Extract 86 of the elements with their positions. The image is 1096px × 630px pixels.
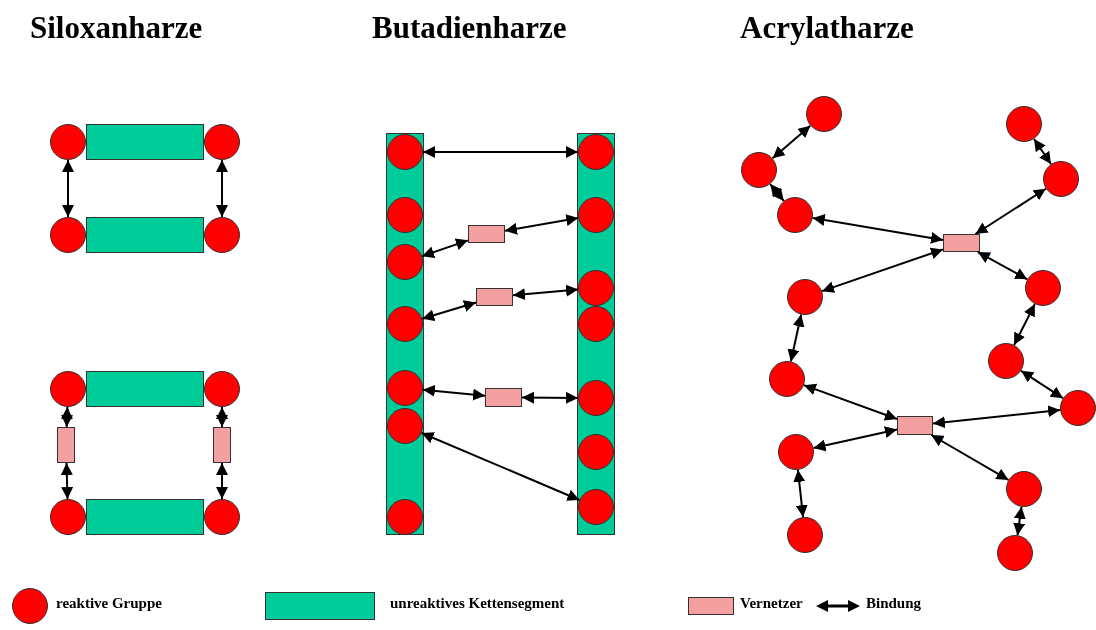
reactive-group-circle [204,217,240,253]
chain-segment-bar [386,133,424,535]
reactive-group-circle [1025,270,1061,306]
reactive-group-circle [578,434,614,470]
reactive-group-circle [1043,161,1079,197]
chain-segment-bar [86,499,204,535]
reactive-group-circle [777,197,813,233]
reactive-group-circle [578,197,614,233]
chain-segment-bar [86,371,204,407]
legend-label: unreaktives Kettensegment [390,595,565,612]
reactive-group-circle [787,517,823,553]
double-arrow [216,159,228,218]
double-arrow [420,432,581,501]
reactive-group-circle [50,371,86,407]
reactive-group-circle [1006,471,1042,507]
reactive-group-circle [204,124,240,160]
crosslinker-box [485,388,522,407]
crosslinker-box [476,288,513,306]
reactive-group-circle [387,408,423,444]
reactive-group-circle [50,217,86,253]
chain-segment-bar [86,217,204,253]
reactive-group-circle [1060,390,1096,426]
double-arrow [421,384,486,401]
double-arrow [974,187,1047,235]
double-arrow [771,124,812,160]
heading: Siloxanharze [30,10,203,46]
reactive-group-circle [578,306,614,342]
reactive-group-circle [806,96,842,132]
double-arrow [812,426,898,452]
crosslinker-box [57,427,75,463]
reactive-group-circle [204,499,240,535]
double-arrow [787,313,805,363]
reactive-group-circle [50,124,86,160]
reactive-group-circle [50,499,86,535]
crosslinker-box [943,234,980,252]
double-arrow [521,391,579,404]
double-arrow [821,247,944,293]
double-arrow [1013,505,1026,537]
reactive-group-circle [988,343,1024,379]
crosslinker-box [213,427,231,463]
reactive-group-circle [387,370,423,406]
chain-segment-bar [577,133,615,535]
heading: Butadienharze [372,10,567,46]
double-arrow [421,300,477,322]
legend-label: Vernetzer [740,595,803,612]
double-arrow [1020,369,1064,400]
double-arrow [60,406,74,428]
reactive-group-circle [387,197,423,233]
double-arrow [216,406,228,428]
double-arrow [421,238,469,258]
reactive-group-circle [997,535,1033,571]
reactive-group-circle [769,361,805,397]
double-arrow [1013,303,1036,346]
reactive-group-circle [387,134,423,170]
reactive-group-circle [387,499,423,535]
reactive-group-circle [578,270,614,306]
reactive-group-circle [387,244,423,280]
reactive-group-circle [787,279,823,315]
double-arrow [62,159,74,218]
crosslinker-box [468,225,505,243]
reactive-group-circle [578,134,614,170]
double-arrow [930,434,1010,481]
double-arrow [512,284,580,301]
double-arrow [769,183,785,202]
double-arrow [932,405,1062,429]
reactive-group-circle [578,380,614,416]
double-arrow [811,214,944,244]
reactive-group-circle [204,371,240,407]
double-arrow [976,251,1029,281]
double-arrow [1033,137,1052,166]
reactive-group-circle [387,306,423,342]
double-arrow [504,214,580,235]
legend-label: Bindung [866,595,922,612]
legend-label: reaktive Gruppe [56,595,162,612]
double-arrow [60,462,74,500]
double-arrow [802,383,898,421]
double-arrow [422,146,579,158]
heading: Acrylatharze [740,10,914,46]
chain-segment-bar [86,124,204,160]
reactive-group-circle [578,489,614,525]
reactive-group-circle [741,152,777,188]
reactive-group-circle [778,434,814,470]
crosslinker-box [897,416,933,435]
double-arrow [216,462,228,500]
reactive-group-circle [1006,106,1042,142]
double-arrow [793,468,808,519]
